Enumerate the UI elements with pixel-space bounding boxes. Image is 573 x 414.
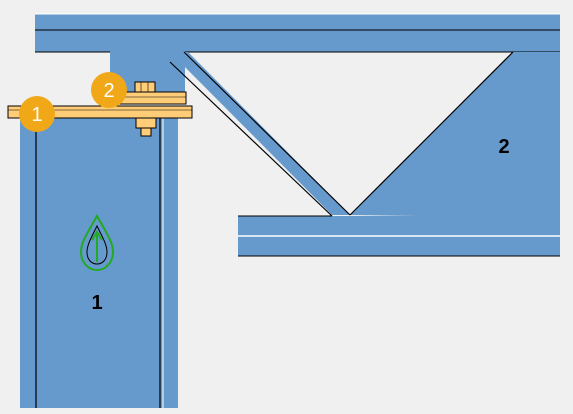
bolt-shank-bottom [140,127,152,137]
diagonal-brace [170,52,350,215]
part-label-2: 2 [498,136,509,158]
part-label-1: 1 [91,292,102,314]
top-chord [35,14,560,52]
droplet-arrow-icon [79,213,115,272]
bolt-nut-bottom [135,117,157,129]
badge-2[interactable]: 2 [91,72,127,108]
badge-1-text: 1 [31,104,42,126]
badge-1[interactable]: 1 [19,96,55,132]
badge-2-text: 2 [103,80,114,102]
bolt-head-top [134,81,156,93]
right-gusset [350,52,560,218]
part-2-truss-frame [35,13,560,257]
